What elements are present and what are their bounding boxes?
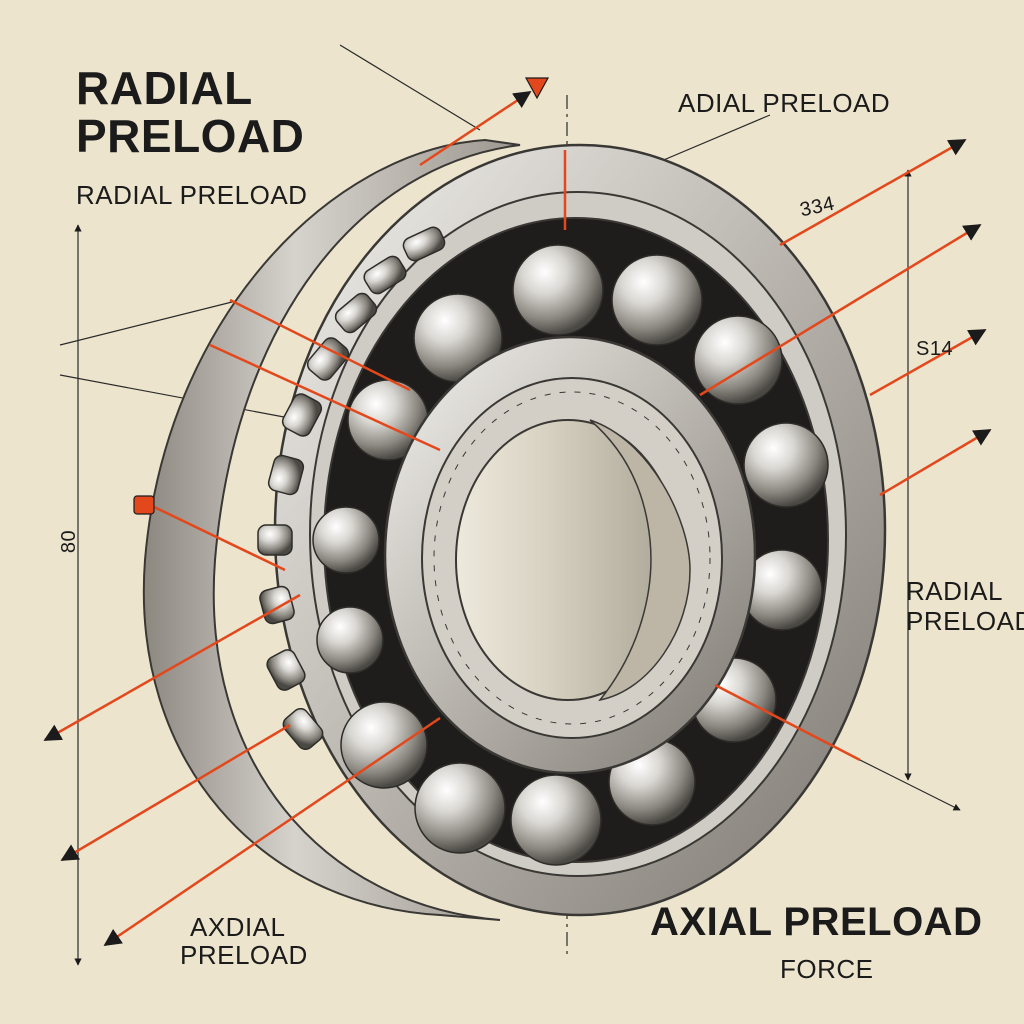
outer-ring-side <box>142 138 521 921</box>
extension-line-left <box>59 299 241 346</box>
bottom-left-label-line-2: PRELOAD <box>180 940 308 970</box>
right-label-line-1: RADIAL <box>906 576 1003 606</box>
title-line-2: PRELOAD <box>76 110 305 162</box>
leader-line-top <box>339 44 481 131</box>
ball <box>414 762 506 854</box>
force-line <box>209 343 441 452</box>
force-arrow <box>869 328 987 397</box>
force-arrows <box>43 90 992 947</box>
force-line <box>229 298 411 392</box>
force-arrow <box>43 593 301 742</box>
ball <box>340 701 428 789</box>
ball-set <box>312 244 829 866</box>
bottom-right-sublabel: FORCE <box>780 954 874 984</box>
extension-line-left-2 <box>59 374 301 421</box>
title-line-1: RADIAL <box>76 62 253 114</box>
force-arrow <box>879 428 992 497</box>
ball <box>693 315 783 405</box>
ball <box>316 606 384 674</box>
top-right-label: ADIAL PRELOAD <box>678 88 891 118</box>
ball <box>312 506 380 574</box>
dimension-label-right: S14 <box>916 338 954 360</box>
bottom-left-label-line-1: AXDIAL <box>190 912 286 942</box>
force-arrow <box>419 90 532 167</box>
dimension-label-left: 80 <box>58 529 81 554</box>
force-arrow <box>699 223 982 397</box>
ball <box>512 244 604 336</box>
force-arrow <box>60 723 291 862</box>
bore-inner-wall <box>589 419 691 702</box>
ball <box>611 254 703 346</box>
subtitle-label: RADIAL PRELOAD <box>76 180 308 210</box>
force-arrow <box>103 716 441 947</box>
ball <box>743 422 829 508</box>
right-label-line-2: PRELOAD <box>906 606 1024 636</box>
inner-ring-marking-band <box>433 391 711 725</box>
force-point-marker-top <box>524 77 550 100</box>
force-line <box>149 503 286 572</box>
force-line <box>714 683 861 762</box>
force-arrow <box>779 138 967 247</box>
force-point-marker <box>133 495 155 515</box>
ball <box>510 774 602 866</box>
bottom-right-label: AXIAL PRELOAD <box>650 900 983 944</box>
